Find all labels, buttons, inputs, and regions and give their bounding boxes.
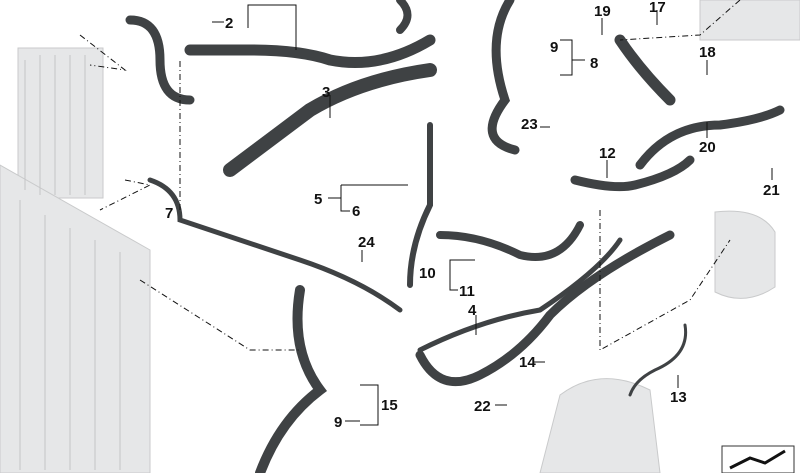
callout-19: 19 [594, 3, 611, 20]
callout-13: 13 [670, 389, 687, 406]
callout-8: 8 [590, 55, 599, 72]
callout-9-upper: 9 [550, 39, 559, 56]
callout-10: 10 [419, 265, 436, 282]
callout-15: 15 [381, 397, 398, 414]
callout-4: 4 [468, 302, 477, 319]
callout-14: 14 [519, 354, 536, 371]
callout-3: 3 [322, 84, 331, 101]
small-radiator [17, 47, 104, 199]
callout-2: 2 [225, 15, 234, 32]
main-radiator [0, 164, 151, 473]
callout-6: 6 [352, 203, 361, 220]
callout-21: 21 [763, 182, 780, 199]
callout-20: 20 [699, 139, 716, 156]
callout-5: 5 [314, 191, 323, 208]
callout-12: 12 [599, 145, 616, 162]
callout-9-lower: 9 [334, 414, 343, 431]
engine-block [699, 0, 800, 41]
callout-11: 11 [459, 283, 475, 300]
callout-18: 18 [699, 44, 716, 61]
callout-7: 7 [165, 205, 174, 222]
reservoir-small [714, 210, 776, 299]
callout-23: 23 [521, 116, 538, 133]
callout-17: 17 [649, 0, 666, 16]
callout-24: 24 [358, 234, 375, 251]
expansion-tank [539, 378, 661, 473]
callout-22: 22 [474, 398, 491, 415]
